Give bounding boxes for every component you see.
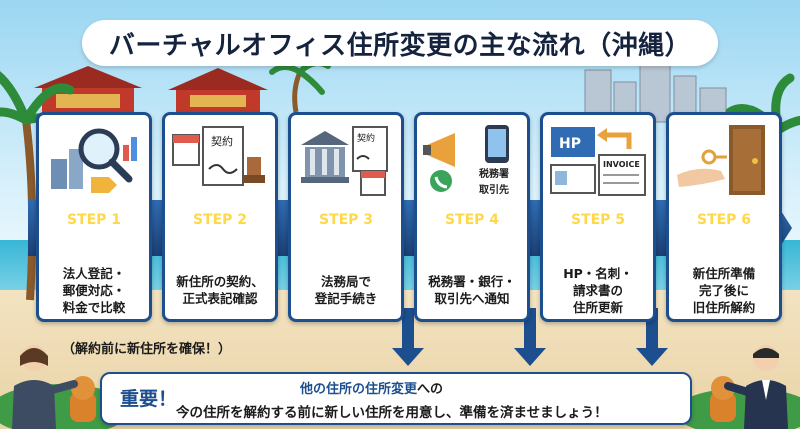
- down-arrow-icon: [514, 308, 546, 366]
- website-icon: HP: [551, 127, 595, 157]
- step-card-3: 契約 STEP 3 変更登記 法務局で 登記手続き: [288, 112, 404, 322]
- step-6-illustration: [677, 125, 765, 195]
- step-title: 新住所契約: [178, 230, 262, 249]
- caution-note: （解約前に新住所を確保！）: [62, 342, 232, 357]
- courthouse-icon: [301, 131, 349, 183]
- megaphone-icon: [423, 133, 455, 167]
- important-banner: 重要！ 他の住所の住所変更への 今の住所を解約する前に新しい住所を用意し、準備を…: [100, 372, 692, 425]
- step-1-header: STEP 1 移転先比較: [39, 203, 149, 259]
- step-4-illustration: 税務署 取引先: [423, 125, 509, 196]
- step-4-header: STEP 4 関係先連絡: [417, 203, 527, 259]
- step-5-illustration: HP INVOICE: [550, 127, 646, 196]
- step-card-1: STEP 1 移転先比較 法人登記・ 郵便対応・ 料金で比較: [36, 112, 152, 322]
- important-label: 重要！: [120, 388, 178, 410]
- shuri-castle-icon: [168, 68, 268, 114]
- step-number: STEP 2: [192, 212, 248, 228]
- step-number: STEP 4: [444, 212, 500, 228]
- magnifier-icon: [78, 128, 133, 183]
- step-2-illustration: 契約: [172, 126, 265, 186]
- page-title: バーチャルオフィス住所変更の主な流れ（沖縄）: [108, 30, 692, 61]
- step-title: 表記修正: [565, 230, 631, 249]
- door-icon: [729, 125, 765, 195]
- woman-pointing-icon: [12, 345, 78, 429]
- step-6-header: STEP 6 旧住所解約: [669, 203, 779, 259]
- invoice-icon: INVOICE: [598, 154, 646, 196]
- step-description: 新住所の契約、 正式表記確認: [176, 274, 264, 306]
- palm-tree-icon: [269, 60, 331, 113]
- phone-icon: [430, 170, 452, 192]
- building-icon: [51, 149, 83, 189]
- svg-text:契約: 契約: [211, 134, 233, 148]
- step-1-illustration: [51, 128, 137, 193]
- return-arrow-icon: [597, 128, 632, 149]
- step-3-header: STEP 3 変更登記: [291, 203, 401, 259]
- step-title: 関係先連絡: [430, 230, 514, 249]
- step-description: 新住所準備 完了後に 旧住所解約: [692, 265, 756, 315]
- svg-text:契約: 契約: [357, 132, 375, 144]
- step-description: 法務局で 登記手続き: [314, 274, 378, 306]
- shisa-icon: [710, 376, 736, 422]
- contract-icon: 契約: [202, 126, 244, 186]
- svg-text:税務署: 税務署: [479, 167, 509, 180]
- price-tag-icon: [91, 177, 117, 193]
- svg-text:取引先: 取引先: [479, 183, 509, 196]
- step-description: 法人登記・ 郵便対応・ 料金で比較: [62, 265, 126, 315]
- calendar-icon: [360, 170, 386, 196]
- step-3-illustration: 契約: [301, 126, 388, 196]
- smartphone-icon: [485, 125, 509, 163]
- step-description: 税務署・銀行・ 取引先へ通知: [428, 274, 516, 306]
- banner-headline-rest: への: [417, 382, 444, 397]
- business-card-icon: [550, 164, 596, 194]
- document-icon: 契約: [352, 126, 388, 172]
- step-5-header: STEP 5 表記修正: [543, 203, 653, 259]
- svg-text:HP: HP: [559, 136, 581, 152]
- chart-icon: [123, 137, 137, 161]
- calendar-icon: [172, 134, 200, 166]
- shuri-castle-icon: [34, 66, 142, 114]
- key-hand-icon: [677, 149, 727, 187]
- banner-headline: 他の住所の住所変更への: [300, 378, 443, 397]
- step-card-2: 契約 STEP 2 新住所契約 新住所の契約、 正式表記確認: [162, 112, 278, 322]
- step-title: 旧住所解約: [682, 230, 766, 249]
- step-number: STEP 3: [318, 212, 374, 228]
- banner-highlight: 他の住所の住所変更: [300, 382, 418, 397]
- step-description: HP・名刺・ 請求書の 住所更新: [563, 265, 633, 315]
- step-number: STEP 5: [570, 212, 626, 228]
- down-arrow-icon: [392, 308, 424, 366]
- step-card-4: 税務署 取引先 STEP 4 関係先連絡 税務署・銀行・ 取引先へ通知: [414, 112, 530, 322]
- down-arrow-icon: [636, 308, 668, 366]
- step-number: STEP 6: [696, 212, 752, 228]
- banner-message: 今の住所を解約する前に新しい住所を用意し、準備を済ませましょう！: [176, 405, 608, 421]
- step-number: STEP 1: [66, 212, 122, 228]
- step-2-header: STEP 2 新住所契約: [165, 203, 275, 259]
- svg-text:INVOICE: INVOICE: [603, 160, 640, 169]
- flow-arrows: [392, 308, 668, 366]
- step-card-5: HP INVOICE STEP 5 表記修正 HP・名刺・ 請求書の 住所更新: [540, 112, 656, 322]
- title-banner: バーチャルオフィス住所変更の主な流れ（沖縄）: [82, 20, 718, 66]
- step-card-6: STEP 6 旧住所解約 新住所準備 完了後に 旧住所解約: [666, 112, 782, 322]
- step-title: 移転先比較: [52, 230, 136, 249]
- man-presenting-icon: [724, 345, 788, 429]
- step-title: 変更登記: [313, 230, 379, 249]
- stamp-icon: [243, 157, 265, 183]
